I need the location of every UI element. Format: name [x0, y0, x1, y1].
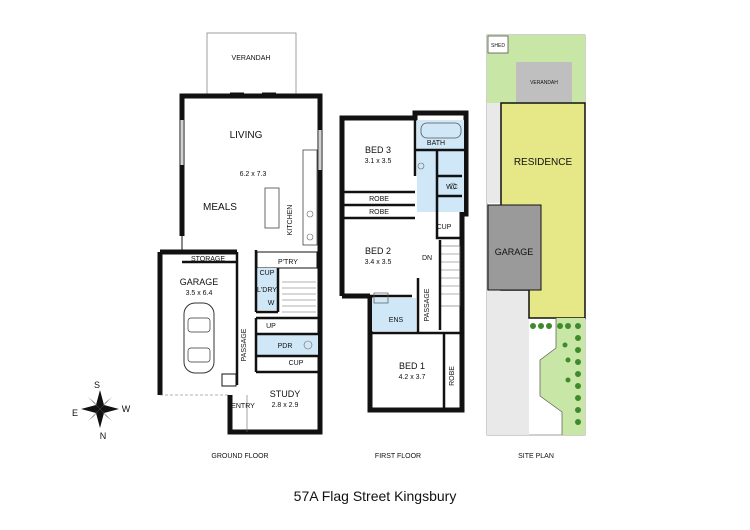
pantry-label: P'TRY: [278, 259, 298, 266]
ground-floor-plan: VERANDAH: [157, 32, 323, 460]
address-title: 57A Flag Street Kingsbury: [294, 488, 457, 504]
shrubs: [530, 323, 581, 425]
living-size: 6.2 x 7.3: [240, 171, 267, 178]
washer-label: W: [268, 300, 275, 307]
cup-laundry-label: CUP: [260, 270, 275, 277]
front-garden: [529, 318, 585, 435]
bed3-size: 3.1 x 3.5: [365, 158, 392, 165]
passage-label-first: PASSAGE: [424, 288, 431, 321]
robe-3-label: ROBE: [449, 366, 456, 386]
garage-size: 3.5 x 6.4: [186, 290, 213, 297]
storage-label: STORAGE: [191, 256, 225, 263]
kitchen-label: KITCHEN: [287, 205, 294, 236]
study-label: STUDY: [270, 389, 301, 399]
first-floor-outer-wall: [339, 110, 469, 413]
site-plan-caption: SITE PLAN: [518, 453, 554, 460]
site-garage: [487, 204, 542, 291]
robe-1-label: ROBE: [369, 196, 389, 203]
living-label: LIVING: [230, 130, 263, 141]
wc-label: WC: [446, 184, 458, 191]
residence-label: RESIDENCE: [514, 157, 573, 168]
compass-rose-icon: S N E W: [72, 380, 131, 441]
bath-label: BATH: [427, 140, 445, 147]
car-icon: [183, 302, 215, 374]
site-verandah-label: VERANDAH: [530, 80, 558, 86]
study-outer-wall: [227, 330, 323, 435]
kitchen-bench: [302, 149, 318, 246]
first-floor-plan: BED 3 3.1 x 3.5 BATH WC ROBE ROBE CUP BE…: [339, 110, 469, 460]
up-label: UP: [266, 323, 276, 330]
bed2-label: BED 2: [365, 246, 391, 256]
cupboard-label: CUP: [437, 224, 452, 231]
compass-n: N: [100, 431, 107, 441]
verandah-label: VERANDAH: [232, 55, 271, 62]
cup-study-label: CUP: [289, 360, 304, 367]
shed-label: SHED: [491, 43, 505, 49]
bed1-label: BED 1: [399, 361, 425, 371]
site-verandah: [516, 62, 572, 102]
bed3-label: BED 3: [365, 145, 391, 155]
study-size: 2.8 x 2.9: [272, 402, 299, 409]
pdr-label: PDR: [278, 343, 293, 350]
compass-w: W: [122, 404, 131, 414]
laundry-label: L'DRY: [257, 287, 277, 294]
site-plan: SHED VERANDAH RESIDENCE GARAGE SITE PLAN: [486, 34, 586, 460]
bed2-size: 3.4 x 3.5: [365, 259, 392, 266]
passage-label: PASSAGE: [241, 328, 248, 361]
garage-label: GARAGE: [180, 277, 219, 287]
ensuite-label: ENS: [389, 317, 404, 324]
entry-label: ENTRY: [231, 403, 255, 410]
compass-e: E: [72, 408, 78, 418]
powder-room-fill: [256, 334, 318, 356]
driveway: [487, 290, 529, 435]
down-label: DN: [422, 255, 432, 262]
ground-floor-caption: GROUND FLOOR: [211, 453, 268, 460]
first-floor-caption: FIRST FLOOR: [375, 453, 421, 460]
site-garage-label: GARAGE: [495, 247, 534, 257]
robe-2-label: ROBE: [369, 209, 389, 216]
living-outer-wall: [179, 93, 323, 330]
kitchen-island: [264, 187, 280, 229]
bed1-size: 4.2 x 3.7: [399, 374, 426, 381]
verandah-outline: [206, 32, 297, 96]
compass-s: S: [94, 380, 100, 390]
meals-label: MEALS: [203, 202, 237, 213]
shed-outline: [487, 35, 509, 54]
